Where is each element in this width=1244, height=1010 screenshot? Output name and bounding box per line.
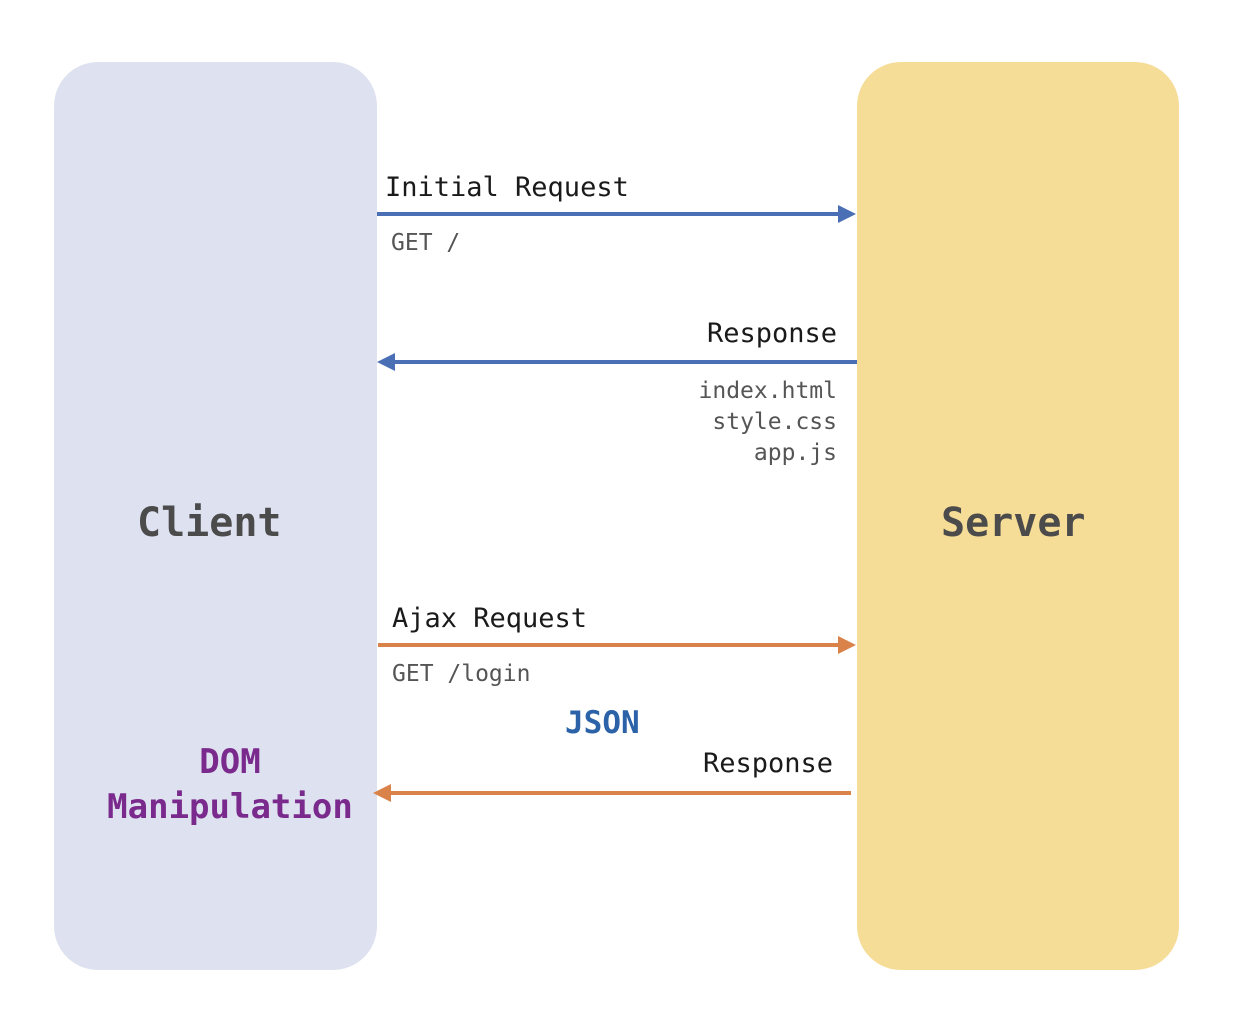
client-label: Client [137, 500, 282, 546]
response-2-label: Response [702, 748, 833, 779]
response-file-css: style.css [712, 409, 837, 435]
initial-request-arrow [377, 205, 856, 223]
response-2-arrow [373, 784, 851, 802]
client-panel [54, 62, 377, 970]
initial-request-label: Initial Request [385, 172, 629, 203]
server-panel [857, 62, 1179, 970]
initial-request-detail: GET / [391, 230, 461, 256]
json-payload-label: JSON [565, 705, 640, 741]
ajax-request-arrow [378, 636, 856, 654]
dom-manipulation-line1: DOM [199, 742, 261, 782]
ajax-request-detail: GET /login [392, 661, 531, 687]
server-label: Server [941, 500, 1086, 546]
response-1-label: Response [706, 318, 837, 349]
ajax-request-label: Ajax Request [392, 603, 588, 634]
response-file-html: index.html [698, 378, 837, 404]
dom-manipulation-line2: Manipulation [107, 787, 353, 827]
response-file-js: app.js [753, 440, 837, 466]
response-1-files: index.html style.css app.js [699, 376, 837, 469]
response-1-arrow [377, 353, 857, 371]
dom-manipulation-label: DOM Manipulation [90, 740, 370, 830]
